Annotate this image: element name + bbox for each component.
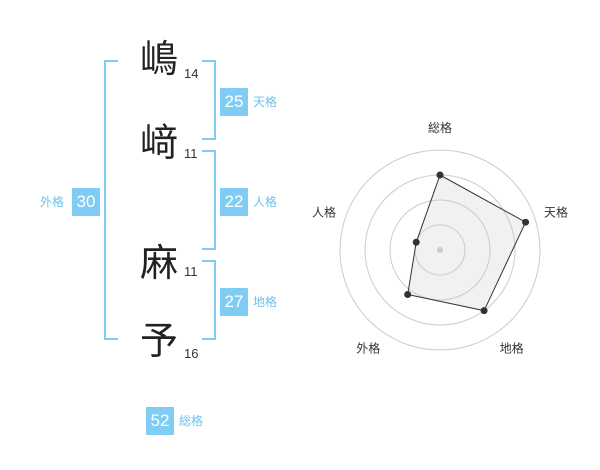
stroke-count-2: 11 xyxy=(184,146,198,161)
jinkaku-label: 人格 xyxy=(253,195,278,209)
tenkaku-label: 天格 xyxy=(253,95,278,109)
gaikaku-value: 30 xyxy=(72,188,100,216)
radar-axis-label-3: 地格 xyxy=(500,341,524,356)
radar-ring xyxy=(339,149,541,351)
soukaku-value: 52 xyxy=(146,407,174,435)
chikaku-label: 地格 xyxy=(253,295,278,309)
radar-axis-label-1: 総格 xyxy=(428,120,452,135)
radar-point-4 xyxy=(404,290,412,298)
radar-point-2 xyxy=(522,218,530,226)
jinkaku-value: 22 xyxy=(220,188,248,216)
stroke-count-3: 11 xyxy=(184,264,198,279)
radar-ring xyxy=(389,199,491,301)
radar-point-5 xyxy=(412,238,420,246)
radar-axis-label-4: 外格 xyxy=(356,341,380,356)
gaikaku-label: 外格 xyxy=(40,195,65,209)
radar-axis-label-5: 人格 xyxy=(312,204,336,219)
name-char-1: 嶋 xyxy=(140,37,179,81)
radar-point-3 xyxy=(480,307,488,315)
name-char-3: 麻 xyxy=(140,241,179,285)
name-char-4: 予 xyxy=(140,319,179,363)
tenkaku-bracket xyxy=(202,60,216,140)
name-char-2: 﨑 xyxy=(140,121,179,165)
radar-polygon xyxy=(407,174,527,312)
chikaku-value: 27 xyxy=(220,288,248,316)
chikaku-bracket xyxy=(202,260,216,340)
radar-axis-label-2: 天格 xyxy=(544,204,568,219)
stroke-count-1: 14 xyxy=(184,66,199,81)
gaikaku-bracket xyxy=(104,60,118,340)
radar-center xyxy=(437,247,443,253)
stroke-count-4: 16 xyxy=(184,346,199,361)
tenkaku-value: 25 xyxy=(220,88,248,116)
jinkaku-bracket xyxy=(202,150,216,250)
soukaku-label: 総格 xyxy=(179,414,204,428)
radar-point-1 xyxy=(436,171,444,179)
